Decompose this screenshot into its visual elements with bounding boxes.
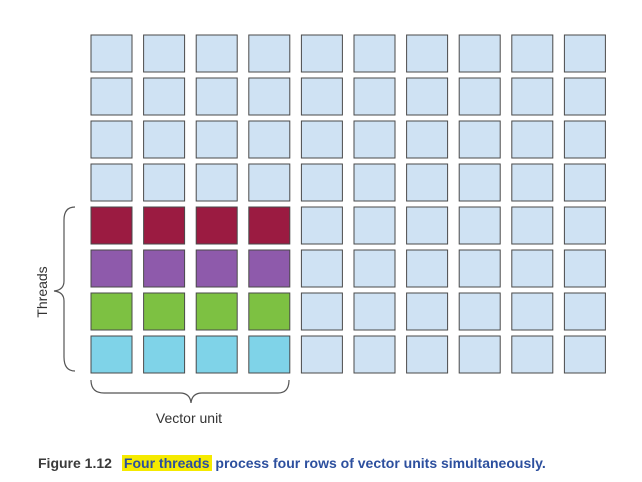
figure-caption: Figure 1.12 Four threads process four row… bbox=[38, 455, 546, 471]
vector-cell bbox=[353, 206, 396, 245]
vector-cell bbox=[406, 120, 449, 159]
vector-cell bbox=[511, 77, 554, 116]
thread-cell bbox=[248, 335, 291, 374]
vector-cell bbox=[195, 120, 238, 159]
thread-cell bbox=[90, 292, 133, 331]
thread-cell bbox=[90, 206, 133, 245]
vector-unit-bracket bbox=[90, 379, 290, 404]
vector-cell bbox=[353, 292, 396, 331]
vector-cell bbox=[406, 206, 449, 245]
vector-cell bbox=[143, 34, 186, 73]
vector-cell bbox=[90, 77, 133, 116]
vector-cell bbox=[143, 163, 186, 202]
vector-cell bbox=[300, 206, 343, 245]
vector-cell bbox=[353, 249, 396, 288]
caption-text: process four rows of vector units simult… bbox=[211, 455, 546, 471]
thread-cell bbox=[143, 249, 186, 288]
vector-cell bbox=[300, 77, 343, 116]
vector-cell bbox=[248, 77, 291, 116]
vector-cell bbox=[563, 206, 606, 245]
figure-number: Figure 1.12 bbox=[38, 455, 112, 471]
thread-cell bbox=[143, 206, 186, 245]
vector-cell bbox=[300, 335, 343, 374]
vector-cell bbox=[511, 120, 554, 159]
vector-cell bbox=[90, 163, 133, 202]
vector-cell bbox=[406, 77, 449, 116]
vector-cell bbox=[300, 120, 343, 159]
vector-cell bbox=[353, 120, 396, 159]
thread-cell bbox=[143, 292, 186, 331]
vector-cell bbox=[300, 163, 343, 202]
vector-cell bbox=[300, 292, 343, 331]
vector-cell bbox=[511, 34, 554, 73]
vector-cell bbox=[458, 77, 501, 116]
thread-cell bbox=[248, 206, 291, 245]
vector-cell bbox=[300, 249, 343, 288]
vector-cell bbox=[458, 206, 501, 245]
vector-cell bbox=[458, 120, 501, 159]
vector-cell bbox=[563, 335, 606, 374]
vector-cell bbox=[511, 335, 554, 374]
thread-cell bbox=[195, 335, 238, 374]
vector-cell bbox=[511, 206, 554, 245]
thread-cell bbox=[195, 249, 238, 288]
thread-cell bbox=[195, 206, 238, 245]
vector-cell bbox=[90, 120, 133, 159]
vector-cell bbox=[563, 77, 606, 116]
vector-cell bbox=[511, 163, 554, 202]
vector-cell bbox=[353, 163, 396, 202]
thread-cell bbox=[248, 292, 291, 331]
vector-unit-label: Vector unit bbox=[156, 410, 222, 426]
vector-cell bbox=[511, 292, 554, 331]
threads-label: Threads bbox=[34, 266, 50, 317]
vector-cell bbox=[248, 163, 291, 202]
vector-cell bbox=[195, 77, 238, 116]
vector-cell bbox=[563, 163, 606, 202]
thread-cell bbox=[195, 292, 238, 331]
vector-cell bbox=[248, 120, 291, 159]
thread-cell bbox=[248, 249, 291, 288]
vector-cell bbox=[563, 249, 606, 288]
caption-highlight: Four threads bbox=[121, 455, 212, 471]
vector-cell bbox=[563, 292, 606, 331]
vector-cell bbox=[511, 249, 554, 288]
vector-cell bbox=[90, 34, 133, 73]
threads-bracket bbox=[53, 206, 76, 372]
vector-cell bbox=[458, 34, 501, 73]
vector-cell bbox=[353, 34, 396, 73]
vector-cell bbox=[195, 34, 238, 73]
vector-cell bbox=[406, 34, 449, 73]
vector-cell bbox=[458, 249, 501, 288]
vector-cell bbox=[563, 34, 606, 73]
vector-cell bbox=[406, 335, 449, 374]
vector-cell bbox=[300, 34, 343, 73]
vector-cell bbox=[458, 292, 501, 331]
vector-cell bbox=[143, 120, 186, 159]
vector-cell bbox=[353, 335, 396, 374]
vector-cell bbox=[406, 163, 449, 202]
thread-cell bbox=[143, 335, 186, 374]
vector-cell bbox=[195, 163, 238, 202]
vector-cell bbox=[563, 120, 606, 159]
vector-cell bbox=[248, 34, 291, 73]
vector-cell bbox=[353, 77, 396, 116]
thread-cell bbox=[90, 335, 133, 374]
vector-cell bbox=[143, 77, 186, 116]
vector-cell bbox=[406, 249, 449, 288]
vector-cell bbox=[458, 335, 501, 374]
cell-grid bbox=[90, 34, 606, 374]
thread-cell bbox=[90, 249, 133, 288]
vector-cell bbox=[458, 163, 501, 202]
vector-cell bbox=[406, 292, 449, 331]
